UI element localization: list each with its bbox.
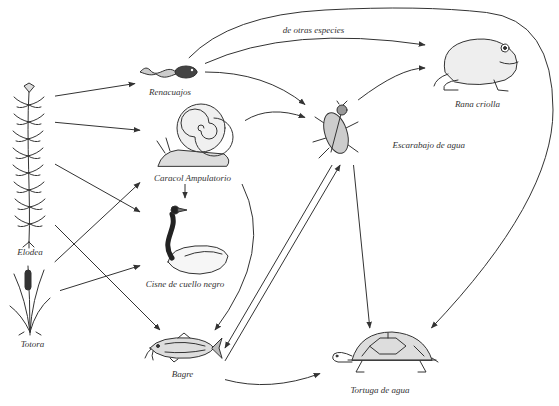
food-arrow — [55, 122, 140, 130]
swan-figure — [168, 206, 228, 274]
food-arrow — [55, 84, 135, 97]
tadpole-figure — [140, 66, 197, 78]
food-arrow — [55, 183, 140, 262]
organism-node: Totora — [5, 262, 60, 350]
food-arrow — [358, 68, 425, 100]
catfish-figure — [145, 333, 222, 362]
food-arrow — [55, 225, 160, 330]
organism-node: Rana criolla — [425, 25, 530, 110]
organism-node: Cisne de cuello negro — [140, 198, 230, 290]
organism-node: Caracol Ampulatorio — [140, 102, 245, 184]
organism-node: Tortuga de agua — [320, 328, 440, 396]
food-arrow — [55, 164, 140, 212]
organism-node: Renacuajos — [135, 58, 205, 98]
food-arrow — [225, 165, 340, 361]
organism-label: Cisne de cuello negro — [146, 279, 224, 290]
food-arrow — [245, 112, 305, 121]
elodea-plant — [13, 83, 45, 248]
water-beetle-figure — [313, 101, 358, 158]
organism-node: Escarabajo de agua — [305, 100, 465, 165]
organism-label: Escarabajo de agua — [393, 140, 466, 151]
organism-label: Caracol Ampulatorio — [154, 173, 231, 184]
food-arrow — [225, 165, 332, 348]
totora-plant — [10, 266, 50, 335]
food-arrow — [205, 72, 305, 105]
frog-figure — [434, 39, 518, 91]
food-arrow — [205, 38, 425, 63]
organism-label: Tortuga de agua — [350, 385, 409, 396]
food-arrow — [185, 184, 186, 198]
organism-label: Elodea — [17, 247, 43, 258]
organism-node: Bagre — [140, 330, 225, 380]
organism-label: Totora — [21, 339, 45, 350]
edge-label: de otras especies — [281, 25, 346, 36]
food-arrow — [354, 165, 370, 328]
food-arrow — [60, 266, 140, 291]
organism-label: Bagre — [172, 369, 194, 380]
organism-label: Rana criolla — [455, 99, 500, 110]
organism-label: Renacuajos — [149, 87, 191, 98]
food-arrow — [225, 374, 320, 385]
snail-figure — [157, 104, 233, 166]
turtle-figure — [333, 332, 438, 372]
organism-node: Elodea — [5, 82, 55, 258]
